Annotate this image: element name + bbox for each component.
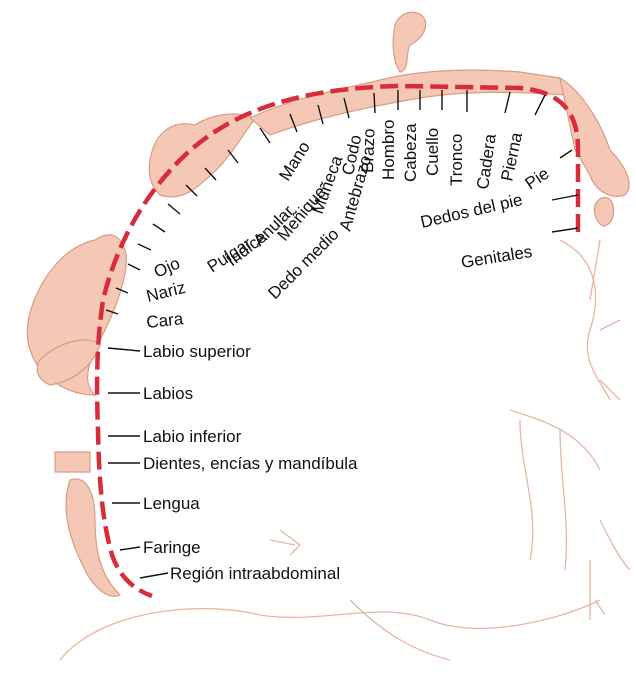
label-cara: Cara <box>145 309 184 332</box>
label-labio-inferior: Labio inferior <box>143 427 242 446</box>
label-tronco: Tronco <box>447 134 466 186</box>
label-cuello: Cuello <box>423 128 442 176</box>
label-dedos-del-pie: Dedos del pie <box>419 190 525 232</box>
hand-figure <box>149 114 255 197</box>
label-mano: Mano <box>275 138 314 184</box>
genital-figure <box>594 198 613 227</box>
tongue-figure <box>66 479 120 596</box>
teeth-figure <box>55 452 90 472</box>
label-labios: Labios <box>143 384 193 403</box>
label-genitales: Genitales <box>460 242 534 272</box>
label-hombro: Hombro <box>379 120 398 180</box>
brain-outline <box>60 240 630 660</box>
label-labio-superior: Labio superior <box>143 342 251 361</box>
label-cabeza: Cabeza <box>401 123 420 182</box>
label-pie: Pie <box>522 164 553 193</box>
leg-figure <box>560 78 629 196</box>
label-ojo: Ojo <box>151 254 183 282</box>
homunculus-figure <box>27 12 629 596</box>
label-region-intraabdominal: Región intraabdominal <box>170 564 340 583</box>
label-cadera: Cadera <box>473 132 500 190</box>
label-pierna: Pierna <box>497 130 526 183</box>
label-faringe: Faringe <box>143 538 201 557</box>
label-nariz: Nariz <box>144 278 187 306</box>
label-lengua: Lengua <box>143 494 200 513</box>
label-dientes: Dientes, encías y mandíbula <box>143 454 358 473</box>
labels: Dedos del pie Genitales Pie Pierna Cader… <box>143 120 553 583</box>
head-top-figure <box>393 12 425 72</box>
